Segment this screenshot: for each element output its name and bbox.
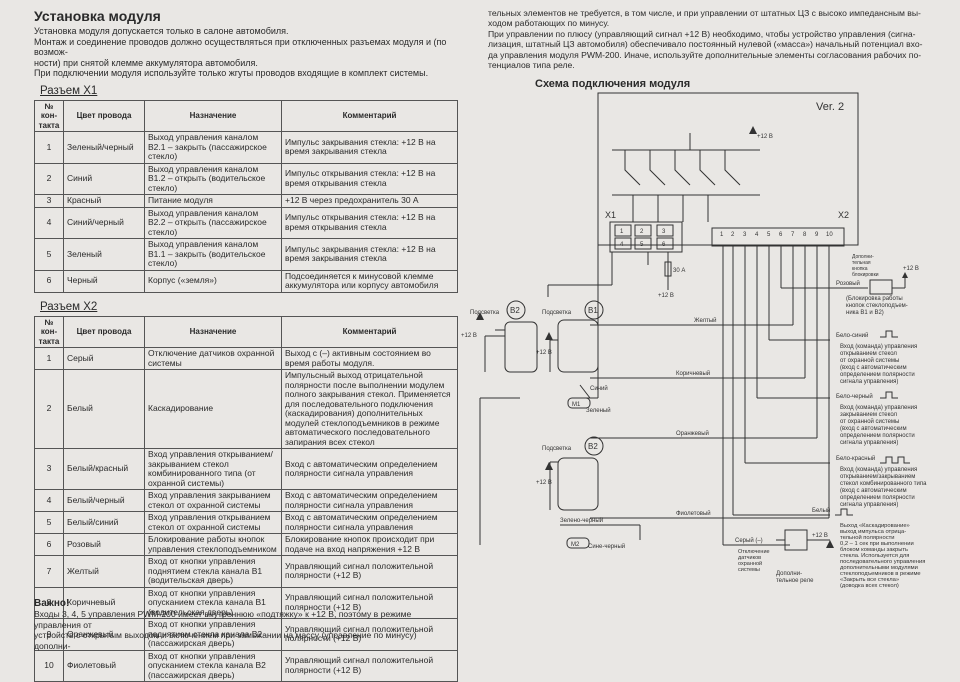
x1-pin-3: 3 [662, 229, 666, 235]
plus12-label: +12 В [757, 134, 773, 140]
x2-pin-10: 10 [826, 232, 833, 238]
m1-label: M1 [572, 402, 581, 408]
x1-label: X1 [605, 210, 616, 220]
wire-beloseriy: Бело-синий [836, 332, 868, 339]
wiring-diagram: Ver. 2 +12 В X1 X2 30 А +12 В 1 2 3 4 5 … [0, 0, 960, 639]
x1-pin-2: 2 [640, 229, 644, 235]
vhod-comb-5: определением полярности [840, 495, 915, 501]
addbtn-plus12: +12 В [903, 266, 919, 272]
x2-pin-4: 4 [755, 232, 759, 238]
kaskad-3: тельной полярности [840, 534, 895, 541]
plus12-b1: +12 В [536, 350, 552, 356]
b2-top-label: B2 [510, 306, 520, 315]
vhod-comb-6: сигнала управления) [840, 502, 898, 508]
vhod-comb-3: стекол комбинированного типа [840, 481, 927, 487]
additional-relay [785, 530, 807, 550]
vhod-comb-2: открыванием/закрыванием [840, 474, 915, 480]
relay-2: тельное реле [776, 578, 814, 584]
wire-oranzh: Оранжевый [676, 430, 709, 437]
x2-label: X2 [838, 210, 849, 220]
wire-belyj: Белый [812, 507, 830, 514]
x2-pin-7: 7 [791, 232, 795, 238]
fuse-plus12-label: +12 В [658, 293, 674, 299]
vhod-open-3: от охранной системы [840, 357, 899, 364]
kaskad-11: (доводка всех стекол) [840, 583, 899, 589]
b2-top-switch [505, 322, 537, 372]
x2-pin-8: 8 [803, 232, 807, 238]
relay-1: Дополни- [776, 571, 802, 577]
ver-label: Ver. 2 [816, 101, 844, 113]
b1-switch [558, 320, 598, 372]
x2-pin-3: 3 [743, 232, 747, 238]
plus12-b2-top: +12 В [461, 333, 477, 339]
vhod-open-6: сигнала управления) [840, 379, 898, 385]
wire-zelchern: Зелено-черный [560, 517, 603, 524]
wire-fiolet: Фиолетовый [676, 510, 711, 517]
plus12-b2-bottom: +12 В [536, 480, 552, 486]
vhod-open-2: открыванием стекол [840, 351, 897, 357]
wire-zheltiy: Желтый [694, 317, 717, 324]
podsvetka-label-2: Подсветка [542, 310, 572, 316]
relay-plus12: +12 В [812, 533, 828, 539]
wire-rozovy: Розовый [836, 280, 860, 287]
wire-belokrasny: Бело-красный [836, 455, 875, 462]
b2-bottom-label: B2 [588, 442, 598, 451]
fuse-label: 30 А [673, 268, 685, 274]
otkl-4: системы [738, 567, 760, 573]
x1-pin-1: 1 [620, 229, 624, 235]
blockbtn-2: кнопок стеклоподъем- [846, 303, 908, 309]
wire-sinij: Синий [590, 385, 608, 392]
vhod-comb-4: (вход с автоматическим [840, 488, 907, 494]
vhod-close-4: (вход с автоматическим [840, 426, 907, 432]
podsvetka-label-1: Подсветка [470, 310, 500, 316]
wire-sinechern: Сине-черный [588, 543, 625, 550]
blockbtn-1: (Блокировка работы [846, 296, 903, 302]
cell-comment: Управляющий сигнал положительной полярно… [282, 650, 458, 682]
wire-seryj: Серый (–) [735, 537, 763, 544]
x2-pin-2: 2 [731, 232, 735, 238]
vhod-close-6: сигнала управления) [840, 440, 898, 446]
addbtn-text-4: блокировки [852, 272, 879, 278]
m2-label: M2 [571, 542, 580, 548]
x2-pin-9: 9 [815, 232, 819, 238]
vhod-comb-1: Вход (команда) управления [840, 467, 917, 473]
otkl-3: охранной [738, 560, 762, 567]
b2-bottom-switch [558, 458, 598, 510]
x2-pin-5: 5 [767, 232, 771, 238]
podsvetka-label-3: Подсветка [542, 446, 572, 452]
x2-pin-1: 1 [720, 232, 724, 238]
vhod-close-2: закрыванием стекол [840, 412, 898, 418]
vhod-close-3: от охранной системы [840, 418, 899, 425]
x2-pin-6: 6 [779, 232, 783, 238]
blockbtn-3: ника В1 и В2) [846, 310, 884, 316]
cell-color: Фиолетовый [64, 650, 145, 682]
additional-button [870, 280, 892, 294]
vhod-close-1: Вход (команда) управления [840, 405, 917, 411]
b1-label: B1 [588, 306, 598, 315]
wire-zelenyj: Зеленый [586, 407, 611, 414]
vhod-open-4: (вход с автоматическим [840, 365, 907, 371]
cell-purpose: Вход от кнопки управления опусканием сте… [145, 650, 282, 682]
wire-belochernyj: Бело-черный [836, 393, 873, 400]
cell-number: 10 [35, 650, 64, 682]
vhod-open-1: Вход (команда) управления [840, 344, 917, 350]
vhod-close-5: определением полярности [840, 433, 915, 439]
vhod-open-5: определением полярности [840, 372, 915, 378]
wire-korichn: Коричневый [676, 370, 710, 377]
